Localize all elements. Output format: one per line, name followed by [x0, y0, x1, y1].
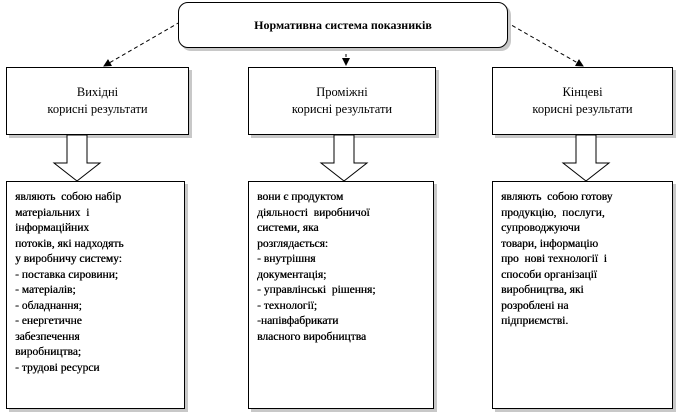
desc-line: у виробничу систему:	[15, 253, 122, 265]
description-box-output: являють собою набір матеріальних і інфор…	[6, 181, 185, 409]
desc-line: являють собою готову	[501, 191, 613, 203]
root-node: Нормативна система показників	[178, 2, 508, 48]
desc-line: являють собою набір	[15, 191, 122, 203]
category-intermediate-title: Проміжні	[316, 85, 368, 99]
desc-line: - обладнання;	[15, 299, 82, 312]
desc-line: потоків, які надходять	[15, 237, 124, 250]
desc-line: -напівфабрикати	[257, 315, 339, 327]
desc-line: виробництва, які	[501, 284, 584, 296]
root-title: Нормативна система показників	[254, 17, 432, 32]
desc-line: товари, інформацію	[501, 237, 599, 250]
desc-line: документація;	[257, 268, 327, 281]
desc-line: способи організації	[501, 268, 597, 281]
desc-line: діяльності виробничої	[257, 206, 370, 219]
desc-line: - матеріалів;	[15, 284, 76, 296]
desc-line: підприємстві.	[501, 315, 569, 327]
desc-line: - енергетичне	[15, 315, 82, 327]
desc-line: - управлінські рішення;	[257, 284, 376, 296]
category-box-final: Кінцеві корисні результати	[492, 67, 673, 135]
desc-line: - трудові ресурси	[15, 361, 100, 374]
desc-line: розроблені на	[501, 299, 569, 312]
category-box-intermediate: Проміжні корисні результати	[248, 67, 436, 135]
desc-line: - внутрішня	[257, 253, 316, 265]
desc-line: супроводжуючи	[501, 222, 580, 234]
desc-line: власного виробництва	[257, 330, 366, 343]
block-arrow-right	[561, 135, 611, 182]
description-box-final: являють собою готову продукцію, послуги,…	[492, 181, 673, 409]
connector-right	[505, 21, 584, 67]
desc-line: забезпечення	[15, 330, 80, 343]
category-output-subtitle: корисні результати	[47, 102, 148, 116]
category-final-subtitle: корисні результати	[532, 102, 633, 116]
desc-line: системи, яка	[257, 222, 319, 234]
desc-line: виробництва;	[15, 346, 82, 358]
category-final-title: Кінцеві	[562, 85, 603, 99]
description-box-intermediate: вони є продуктом діяльності виробничої с…	[248, 181, 434, 409]
desc-line: матеріальних і	[15, 206, 90, 219]
desc-line: - поставка сировини;	[15, 268, 118, 281]
category-box-output: Вихідні корисні результати	[6, 67, 189, 135]
desc-line: розглядається:	[257, 237, 328, 250]
connector-left	[103, 21, 181, 67]
desc-line: продукцію, послуги,	[501, 206, 605, 219]
desc-line: - технології;	[257, 299, 317, 312]
block-arrow-middle	[319, 135, 369, 182]
desc-line: вони є продуктом	[257, 191, 344, 203]
category-output-title: Вихідні	[76, 85, 119, 99]
desc-line: про нові технології і	[501, 253, 607, 265]
category-intermediate-subtitle: корисні результати	[291, 102, 393, 116]
desc-line: інформаційних	[15, 222, 89, 234]
block-arrow-left	[52, 135, 102, 182]
